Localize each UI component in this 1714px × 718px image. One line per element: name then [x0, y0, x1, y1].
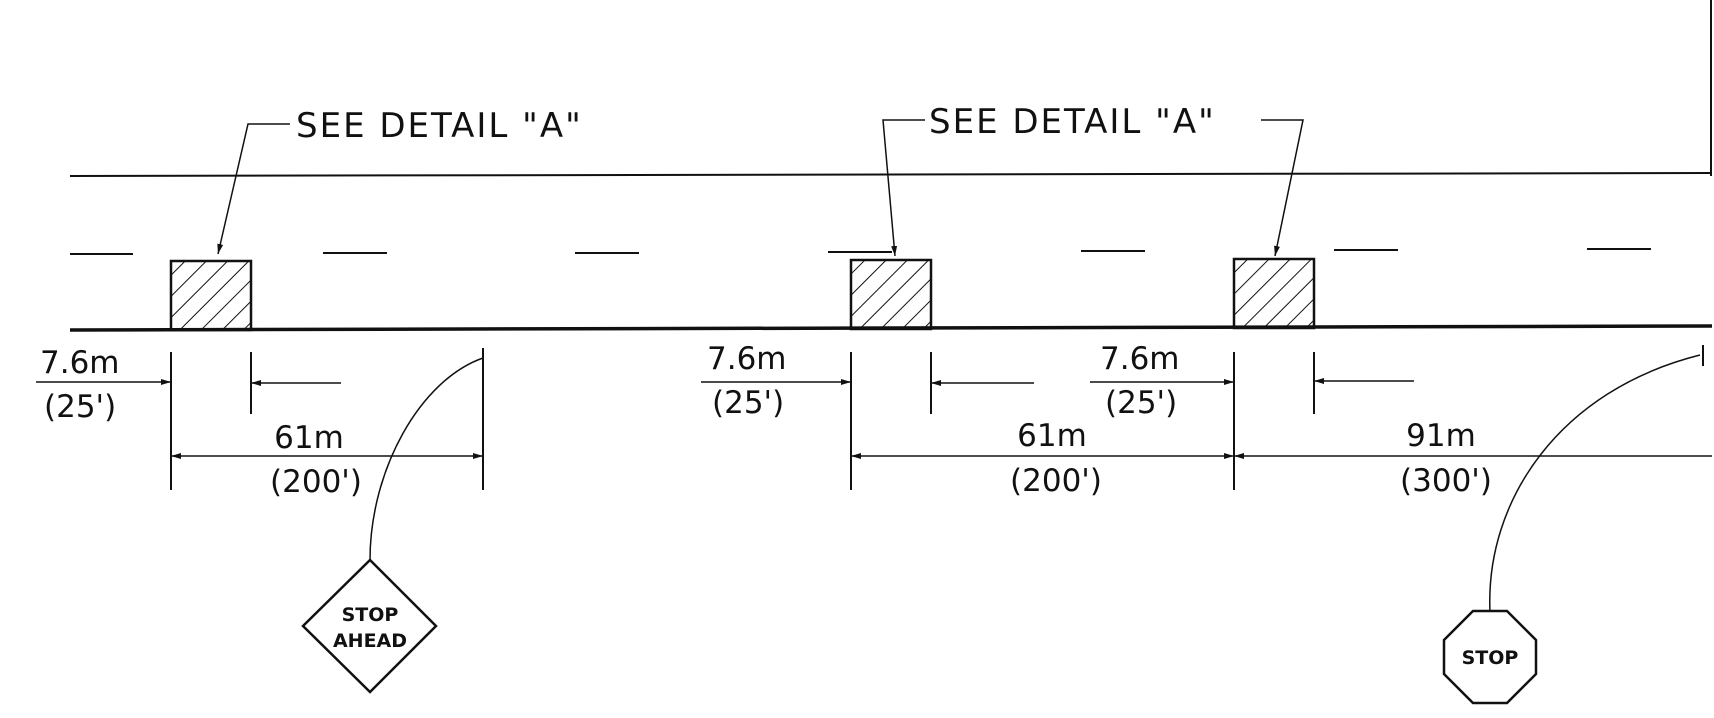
dimension-offset-2: 7.6m (25') — [701, 341, 1034, 421]
offset-2-metric: 7.6m — [707, 341, 787, 377]
span-3-metric: 91m — [1406, 418, 1476, 454]
hatched-marking-1 — [169, 259, 253, 332]
dimension-offset-3: 7.6m (25') — [1090, 341, 1414, 421]
offset-3-metric: 7.6m — [1100, 341, 1180, 377]
stop-ahead-line-1: STOP — [342, 604, 399, 626]
callout-detail-a-1: SEE DETAIL "A" — [217, 106, 583, 255]
dimension-span-3: 91m (300') — [1234, 418, 1712, 499]
diamond-sign-icon — [301, 558, 438, 694]
offset-1-imperial: (25') — [44, 389, 116, 425]
dimension-offset-1: 7.6m (25') — [36, 345, 341, 425]
stop-ahead-sign: STOP AHEAD — [301, 349, 484, 694]
lane-centerline — [70, 248, 1651, 255]
dimension-span-1: 61m (200') — [171, 420, 483, 500]
stop-label: STOP — [1462, 647, 1519, 669]
stop-ahead-line-2: AHEAD — [333, 630, 407, 652]
dimension-span-2: 61m (200') — [851, 418, 1234, 499]
span-1-imperial: (200') — [270, 464, 362, 500]
callout-label-2: SEE DETAIL "A" — [929, 102, 1216, 142]
offset-2-imperial: (25') — [712, 385, 784, 421]
offset-1-metric: 7.6m — [40, 345, 120, 381]
road-top-edge — [69, 172, 1713, 177]
span-1-metric: 61m — [274, 420, 344, 456]
callout-label-1: SEE DETAIL "A" — [296, 106, 583, 146]
offset-3-imperial: (25') — [1105, 385, 1177, 421]
octagon-sign-icon — [1442, 609, 1538, 705]
hatched-marking-2 — [849, 258, 933, 331]
span-2-metric: 61m — [1017, 418, 1087, 454]
hatched-marking-3 — [1232, 257, 1316, 330]
span-2-imperial: (200') — [1010, 463, 1102, 499]
span-3-imperial: (300') — [1400, 463, 1492, 499]
callout-detail-a-2: SEE DETAIL "A" — [882, 102, 1304, 257]
stop-sign: STOP — [1442, 345, 1704, 705]
